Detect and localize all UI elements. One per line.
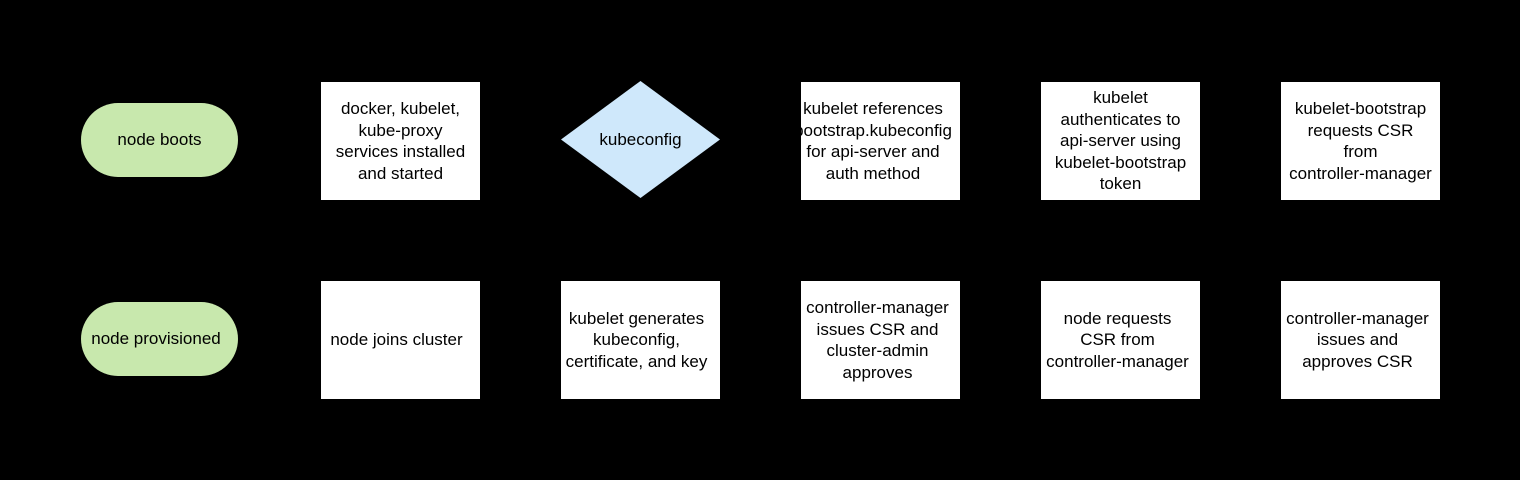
flow-node-label: kubeconfig	[599, 129, 682, 149]
flow-node-kubelet-generates[interactable]: kubelet generates kubeconfig, certificat…	[561, 281, 720, 399]
flow-node-label: docker, kubelet, kube-proxy services ins…	[335, 99, 466, 183]
flow-node-label: kubelet-bootstrap requests CSR from cont…	[1289, 99, 1432, 183]
flow-node-cm-issues-approves[interactable]: controller-manager issues and approves C…	[1281, 281, 1440, 399]
flow-node-node-boots[interactable]: node boots	[81, 103, 238, 177]
flow-node-label: node requests CSR from controller-manage…	[1046, 308, 1189, 371]
flow-node-label: node joins cluster	[330, 330, 463, 350]
flow-node-label: kubelet references bootstrap.kubeconfig …	[794, 99, 952, 183]
flow-node-node-provisioned[interactable]: node provisioned	[81, 302, 238, 376]
flow-node-kubeconfig[interactable]: kubeconfig	[561, 81, 720, 198]
flow-node-services-installed[interactable]: docker, kubelet, kube-proxy services ins…	[321, 82, 480, 200]
flow-node-node-requests-csr[interactable]: node requests CSR from controller-manage…	[1041, 281, 1200, 399]
flow-node-cm-issues-csr[interactable]: controller-manager issues CSR and cluste…	[801, 281, 960, 399]
flow-node-label: node provisioned	[91, 329, 221, 349]
flow-node-label: kubelet generates kubeconfig, certificat…	[565, 308, 708, 371]
flow-node-kubelet-authenticates[interactable]: kubelet authenticates to api-server usin…	[1041, 82, 1200, 200]
flow-node-label: controller-manager issues and approves C…	[1286, 308, 1429, 371]
flow-node-label: node boots	[117, 130, 202, 150]
flow-node-kubelet-references-bootstrap[interactable]: kubelet references bootstrap.kubeconfig …	[794, 82, 960, 200]
flow-node-label: controller-manager issues CSR and cluste…	[806, 298, 949, 382]
flow-node-label: kubelet authenticates to api-server usin…	[1054, 88, 1187, 194]
flow-node-bootstrap-requests-csr[interactable]: kubelet-bootstrap requests CSR from cont…	[1281, 82, 1440, 200]
flow-node-node-joins-cluster[interactable]: node joins cluster	[321, 281, 480, 399]
